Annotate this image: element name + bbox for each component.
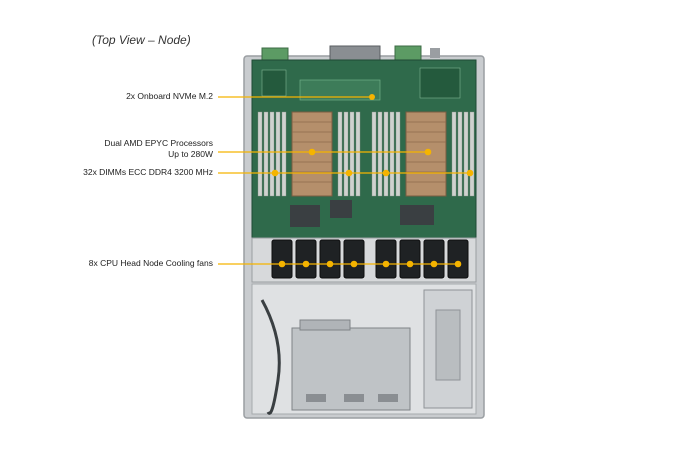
board-chip-2: [419, 67, 461, 99]
dot-fan-5: [382, 260, 390, 268]
dot-fan-2: [302, 260, 310, 268]
callout-cpu-text-1: Dual AMD EPYC Processors: [104, 138, 213, 148]
fan-3: [319, 239, 341, 279]
fan-6: [399, 239, 421, 279]
leader-dots: [271, 94, 474, 268]
callout-dimm-text: 32x DIMMs ECC DDR4 3200 MHz: [83, 167, 213, 177]
dot-dimm-2: [345, 169, 353, 177]
dimm-bank-4: [451, 111, 475, 197]
board-chip-1: [261, 69, 287, 97]
fan-5: [375, 239, 397, 279]
dot-fan-7: [430, 260, 438, 268]
dot-dimm-1: [271, 169, 279, 177]
dot-fan-1: [278, 260, 286, 268]
front-port-2: [344, 394, 364, 402]
nvme-m2-slots: [299, 79, 381, 101]
callout-fans-label: 8x CPU Head Node Cooling fans: [89, 258, 213, 269]
dot-dimm-4: [466, 169, 474, 177]
fan-4: [343, 239, 365, 279]
board-chip-4: [330, 200, 352, 218]
callout-cpu-label: Dual AMD EPYC Processors Up to 280W: [104, 138, 213, 160]
fan-7: [423, 239, 445, 279]
callout-fans-text: 8x CPU Head Node Cooling fans: [88, 258, 213, 268]
fan-1: [271, 239, 293, 279]
dimm-bank-2: [337, 111, 361, 197]
callout-nvme-text: 2x Onboard NVMe M.2: [126, 91, 213, 101]
rear-io-connector: [329, 45, 381, 61]
callout-nvme-label: 2x Onboard NVMe M.2: [126, 91, 213, 102]
front-port-3: [378, 394, 398, 402]
dot-fan-6: [406, 260, 414, 268]
rear-io-bracket-left: [261, 47, 289, 61]
front-port-1: [306, 394, 326, 402]
dimm-bank-3: [371, 111, 401, 197]
dimm-bank-1: [257, 111, 287, 197]
callout-dimm-label: 32x DIMMs ECC DDR4 3200 MHz: [83, 167, 213, 178]
cpu-2-heatsink-fins: [406, 121, 446, 183]
cooling-fans: [271, 239, 469, 279]
fan-2: [295, 239, 317, 279]
dot-fan-4: [350, 260, 358, 268]
dot-nvme: [369, 94, 375, 100]
cable: [260, 299, 281, 415]
rear-io-tab: [430, 48, 440, 58]
fan-8: [447, 239, 469, 279]
rear-io-bracket-right: [394, 45, 422, 61]
dot-cpu-2: [424, 148, 432, 156]
dot-fan-3: [326, 260, 334, 268]
leader-lines: [218, 96, 470, 265]
dot-cpu-1: [308, 148, 316, 156]
cpu-1-heatsink-fins: [292, 121, 332, 183]
dot-dimm-3: [382, 169, 390, 177]
drive-bracket-slot: [435, 309, 461, 381]
callout-cpu-text-2: Up to 280W: [168, 149, 213, 159]
board-chip-3: [290, 205, 320, 227]
dot-fan-8: [454, 260, 462, 268]
board-chip-5: [400, 205, 434, 225]
riser-card-connector: [299, 319, 351, 331]
view-title: (Top View – Node): [92, 33, 191, 47]
